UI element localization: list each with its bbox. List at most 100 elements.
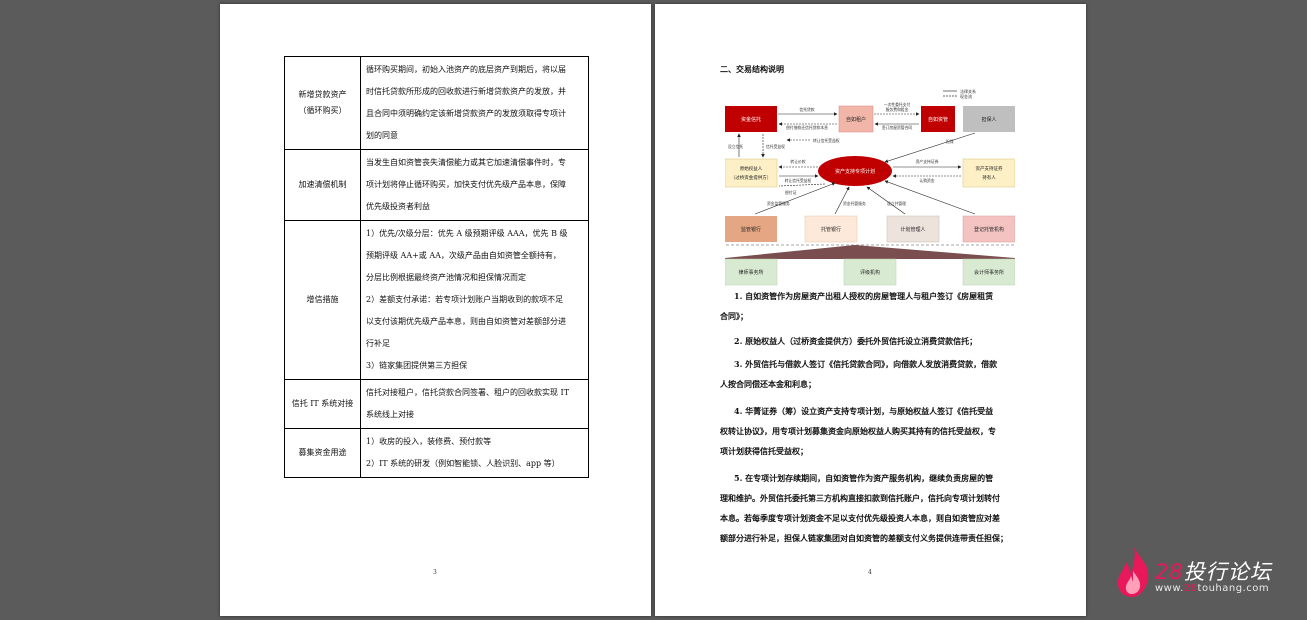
- node-trust-label: 资金信托: [741, 116, 761, 123]
- flame-icon: [1117, 547, 1149, 597]
- node-spv: [818, 156, 892, 186]
- edge-rent-contract-label: 签订房屋资管合同: [882, 125, 913, 130]
- paragraph-2: 2. 原始权益人（过桥资金提供方）委托外贸信托设立消费贷款信托；: [720, 331, 1036, 351]
- edge-guarantee-label: 担保: [946, 139, 954, 144]
- row-content-line: 系统线上对接: [366, 410, 414, 419]
- paragraph-3: 3. 外贸信托与借款人签订《信托贷款合同》，向借款人发放消费贷款，借款人按合同偿…: [720, 354, 1036, 394]
- paragraph-line: 5. 在专项计划存续期间，自如资管作为资产服务机构，继续负责房屋的管: [720, 468, 1036, 488]
- node-holders-label: 资产支持证券: [976, 165, 1003, 172]
- table-row: 增信措施 1）优先/次级分层：优先 A 级预期评级 AAA，优先 B 级预期评级 …: [284, 220, 589, 380]
- node-asset-manager: [921, 106, 955, 132]
- paragraph-first-text: 1. 自如资管作为房屋资产出租人授权的房屋管理人与租户签订《房屋租赁: [734, 291, 994, 301]
- edge-guarantee: [884, 132, 976, 163]
- edge-pay-certificate-label: 偿付证: [785, 190, 797, 195]
- paragraph-line: 2. 原始权益人（过桥资金提供方）委托外贸信托设立消费贷款信托；: [720, 331, 1036, 351]
- row-label-line: （循环购买）: [298, 106, 347, 115]
- url-prefix: www.: [1155, 583, 1184, 594]
- node-registrar: [962, 215, 1015, 243]
- edge-trust-establish-label: 设立信托: [728, 144, 743, 149]
- node-asset-manager-label: 自如资管: [928, 116, 948, 123]
- node-original-beneficiary-sub: （过桥资金提供方）: [731, 174, 772, 181]
- watermark-url: www.28touhang.com: [1155, 583, 1269, 594]
- node-holders: [962, 158, 1015, 188]
- transaction-structure-diagram: 法律关系 现金流 资金信托 自如租户 自如资管 担保人 原始权益人 （过桥资金提…: [725, 88, 1015, 286]
- row-content-line: 3）链家集团提供第三方担保: [366, 361, 468, 370]
- row-content: 循环购买期间，初始入池资产的底层资产到期后，将以届时信托贷款所形成的回收款进行新…: [360, 56, 589, 150]
- edge-securities-label: 资产支持证券: [916, 159, 939, 164]
- paragraph-line: 4. 华菁证券（筹）设立资产支持专项计划，与原始权益人签订《信托受益: [720, 401, 1036, 421]
- table-row: 加速清偿机制当发生自如资管丧失清偿能力或其它加速清偿事件时，专项计划将停止循环购…: [284, 149, 589, 221]
- paragraph-line: 人按合同偿还本金和利息；: [720, 379, 816, 389]
- row-content-line: 分层比例根据最终资产池情况和担保情况而定: [366, 273, 526, 282]
- edge-transfer-price-label: 转让价款: [790, 159, 805, 164]
- paragraph-line: 3. 外贸信托与借款人签订《信托贷款合同》，向借款人发放消费贷款，借款: [720, 354, 1036, 374]
- paragraph-1: 1. 自如资管作为房屋资产出租人授权的房屋管理人与租户签订《房屋租赁合同》；: [720, 286, 1036, 326]
- node-law-firm: [725, 258, 778, 286]
- page-number: 4: [868, 569, 872, 576]
- divider-triangle: [725, 245, 1015, 259]
- node-plan-manager: [886, 215, 940, 243]
- row-label: 加速清偿机制: [284, 149, 361, 221]
- row-content: 当发生自如资管丧失清偿能力或其它加速清偿事件时，专项计划将停止循环购买，加快支付…: [360, 149, 589, 221]
- paragraph-line: 1. 自如资管作为房屋资产出租人授权的房屋管理人与租户签订《房屋租赁: [720, 286, 1036, 306]
- node-rating-agency-label: 评级机构: [860, 269, 880, 276]
- watermark-logo: 28投行论坛 www.28touhang.com: [1114, 545, 1294, 600]
- page-3: 新增贷款资产 （循环购买） 循环购买期间，初始入池资产的底层资产到期后，将以届时信托…: [220, 4, 651, 616]
- node-registrar-label: 登记托管机构: [974, 226, 1004, 233]
- node-trust: [725, 106, 777, 132]
- edge-registrar: [884, 180, 976, 215]
- legend-legal: 法律关系: [960, 88, 976, 94]
- node-plan-manager-label: 计划管理人: [900, 226, 925, 233]
- edge-plan-management-label: 设立并管理: [887, 201, 906, 206]
- table-row: 信托 IT 系统对接 信托对接租户，信托贷款合同签署、租户的回收款实现 IT 系统线…: [284, 379, 589, 429]
- row-content: 信托对接租户，信托贷款合同签署、租户的回收款实现 IT 系统线上对接: [360, 379, 589, 429]
- section-title: 二、交易结构说明: [720, 64, 784, 74]
- row-content: 1）优先/次级分层：优先 A 级预期评级 AAA，优先 B 级预期评级 AA+或…: [360, 220, 589, 380]
- edge-transfer-rights-top-label: 转让信托受益权: [813, 138, 840, 143]
- edge-fund-custody-label: 资金托管服务: [843, 201, 866, 206]
- edge-subscribe-label: 认购资金: [919, 178, 934, 183]
- paragraph-5: 5. 在专项计划存续期间，自如资管作为资产服务机构，继续负责房屋的管理和维护。外…: [720, 468, 1036, 548]
- node-tenant: [838, 105, 874, 133]
- node-custodian-bank-label: 托管银行: [821, 226, 841, 233]
- table-row: 新增贷款资产 （循环购买） 循环购买期间，初始入池资产的底层资产到期后，将以届时信托…: [284, 56, 589, 150]
- node-supervisor-bank: [725, 216, 777, 242]
- paragraph-first-text: 4. 华菁证券（筹）设立资产支持专项计划，与原始权益人签订《信托受益: [734, 406, 994, 416]
- row-label-line: 募集资金用途: [298, 448, 347, 457]
- node-custodian-bank: [804, 215, 858, 243]
- edge-pay-certificate: [778, 183, 826, 187]
- watermark-name: 投行论坛: [1183, 560, 1272, 584]
- edge-fund-supervision-label: 资金监管服务: [767, 201, 790, 206]
- url-suffix: touhang.com: [1197, 583, 1270, 594]
- paragraph-line: 额部分进行补足，担保人链家集团对自如资管的差额支付义务提供连带责任担保；: [720, 533, 1008, 543]
- node-spv-label: 资产支持专项计划: [835, 168, 875, 175]
- row-content-line: 划的同意: [366, 131, 398, 140]
- paragraph-line: 本息。若每季度专项计划资金不足以支付优先级投资人本息，则自如资管应对差: [720, 513, 1000, 523]
- row-label-line: 信托 IT 系统对接: [291, 399, 354, 408]
- row-content-line: 且合同中须明确约定该新增贷款资产的发放须取得专项计: [366, 109, 566, 118]
- node-law-firm-label: 律师事务所: [738, 269, 763, 276]
- row-content-line: 以支付该期优先级产品本息，则由自如资管对差额部分进: [366, 317, 566, 326]
- row-content-line: 优先级投资者利益: [366, 202, 430, 211]
- row-label-line: 新增贷款资产: [298, 90, 347, 99]
- row-content-line: 时信托贷款所形成的回收款进行新增贷款资产的发放，并: [366, 87, 566, 96]
- edge-transfer-rights-label: 转让信托受益权: [785, 178, 812, 183]
- node-supervisor-bank-label: 监管银行: [741, 226, 761, 233]
- row-label: 新增贷款资产 （循环购买）: [284, 56, 361, 150]
- row-label-line: 增信措施: [306, 295, 339, 304]
- row-label: 增信措施: [284, 220, 361, 380]
- terms-table: 新增贷款资产 （循环购买） 循环购买期间，初始入池资产的底层资产到期后，将以届时信托…: [284, 56, 589, 478]
- paragraph-line: 合同》；: [720, 311, 748, 321]
- row-content-line: 信托对接租户，信托贷款合同签署、租户的回收款实现 IT: [366, 388, 570, 397]
- edge-trust-loan-label: 信托贷款: [799, 107, 814, 112]
- row-label: 募集资金用途: [284, 428, 361, 478]
- watermark-site-name: 28投行论坛: [1155, 556, 1272, 586]
- row-content-line: 2）差额支付承诺：若专项计划账户当期收到的款项不足: [366, 295, 564, 304]
- legend-cash: 现金流: [960, 93, 972, 99]
- node-holders-sub: 持有人: [982, 174, 996, 181]
- legend: 法律关系 现金流: [943, 88, 976, 99]
- paragraph-line: 理和维护。外贸信托委托第三方机构直接扣款到信托账户，信托向专项计划转付: [720, 493, 1000, 503]
- edge-plan-management: [866, 186, 906, 215]
